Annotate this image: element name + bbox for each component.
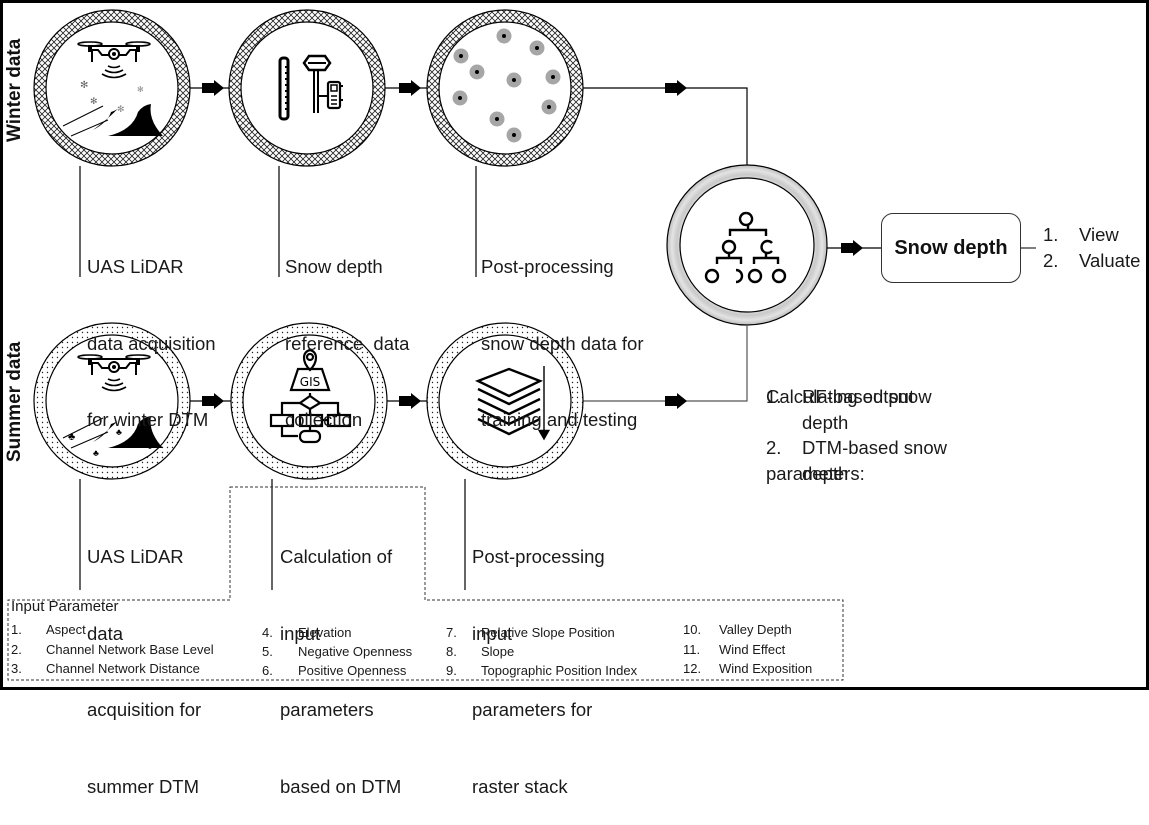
decision-tree-icon: [704, 211, 787, 284]
input-parameter-item: Channel Network Base Level: [46, 642, 214, 657]
gis-flowchart-icon: GIS: [269, 348, 352, 444]
winter-step-1-node: ✻ ✻ ✻ ✻: [33, 9, 191, 167]
model-node: [666, 164, 828, 326]
input-parameter-item: Relative Slope Position: [481, 625, 615, 640]
input-parameter-number: 1.: [11, 622, 22, 637]
row-label-winter: Winter data: [4, 38, 25, 142]
input-parameter-item: Channel Network Distance: [46, 661, 200, 676]
arrow-icon: [665, 80, 687, 96]
svg-text:GIS: GIS: [300, 375, 320, 389]
sample-point: [512, 78, 516, 82]
arrow-icon: [399, 80, 421, 96]
figure-frame: [0, 0, 1149, 690]
snow-ruler-gnss-rover-icon: [278, 54, 343, 121]
sample-point: [475, 70, 479, 74]
input-parameter-number: 2.: [11, 642, 22, 657]
svg-text:✻: ✻: [90, 96, 98, 106]
model-caption: Calculating output parameters:: [766, 386, 915, 484]
sample-point: [512, 133, 516, 137]
svg-text:♣: ♣: [93, 448, 99, 458]
winter-step-3-node: [426, 9, 584, 167]
input-parameter-number: 3.: [11, 661, 22, 676]
svg-text:✻: ✻: [80, 80, 88, 91]
row-label-summer: Summer data: [4, 341, 25, 462]
input-parameter-number: 6.: [262, 663, 273, 678]
input-parameter-item: Valley Depth: [719, 622, 792, 637]
sample-point: [495, 117, 499, 121]
input-parameter-outline: [7, 486, 844, 681]
svg-text:♣: ♣: [68, 431, 75, 443]
arrow-icon: [841, 240, 863, 256]
sample-point: [551, 75, 555, 79]
winter-step-3-caption: Post-processing snow depth data for trai…: [481, 256, 644, 430]
model-output-2-cont: depth: [802, 463, 849, 484]
model-output-1: 1.RF-based snow: [766, 386, 932, 407]
summer-step-1-node: ♣ ♣ ♣ ♣: [33, 322, 191, 480]
raster-layer-stack-icon: [474, 366, 551, 441]
winter-step-2-node: [228, 9, 386, 167]
summer-step-1-caption: UAS LiDAR data acquisition for summer DT…: [87, 546, 202, 797]
input-parameter-item: Aspect: [46, 622, 86, 637]
input-parameter-number: 5.: [262, 644, 273, 659]
sample-point: [535, 46, 539, 50]
input-parameter-item: Negative Openness: [298, 644, 413, 659]
input-parameter-item: Topographic Position Index: [481, 663, 638, 678]
winter-step-2-caption: Snow depth reference data collection: [285, 256, 410, 430]
sample-point: [459, 54, 463, 58]
model-output-1-cont: depth: [802, 412, 849, 433]
input-parameter-number: 7.: [446, 625, 457, 640]
summer-step-2-node: GIS: [230, 322, 388, 480]
input-parameter-number: 10.: [683, 622, 702, 637]
input-parameter-item: Wind Exposition: [719, 661, 813, 676]
sample-point: [547, 105, 551, 109]
input-parameter-number: 11.: [683, 642, 701, 657]
svg-text:♣: ♣: [116, 427, 122, 437]
svg-text:✻: ✻: [117, 104, 125, 114]
workflow-diagram: ✻ ✻ ✻ ✻: [7, 9, 1036, 681]
scattered-sample-points-icon: [452, 28, 561, 143]
input-parameter-number: 9.: [446, 663, 457, 678]
input-parameter-number: 8.: [446, 644, 457, 659]
svg-text:♣: ♣: [147, 441, 153, 451]
model-output-2: 2.DTM-based snow: [766, 437, 947, 458]
svg-text:✻: ✻: [137, 85, 144, 94]
drone-snow-mountain-icon: ✻ ✻ ✻ ✻: [62, 41, 164, 137]
result-action-valuate: 2.Valuate: [1043, 250, 1141, 271]
winter-step-1-caption: UAS LiDAR data acquisition for winter DT…: [87, 256, 216, 430]
input-parameter-number: 4.: [262, 625, 273, 640]
result-action-view: 1.View: [1043, 224, 1119, 245]
arrow-icon: [202, 80, 224, 96]
drone-vegetation-mountain-icon: ♣ ♣ ♣ ♣: [62, 354, 164, 458]
snow-depth-result-box: Snow depth: [881, 213, 1021, 283]
input-parameter-title: Input Parameter: [11, 598, 119, 615]
input-parameter-item: Elevation: [298, 625, 352, 640]
arrow-icon: [665, 393, 687, 409]
input-parameter-item: Positive Openness: [298, 663, 407, 678]
sample-point: [502, 34, 506, 38]
input-parameter-number: 12.: [683, 661, 702, 676]
input-parameter-item: Wind Effect: [719, 642, 786, 657]
sample-point: [458, 96, 462, 100]
input-parameter-item: Slope: [481, 644, 515, 659]
summer-step-3-node: [426, 322, 584, 480]
